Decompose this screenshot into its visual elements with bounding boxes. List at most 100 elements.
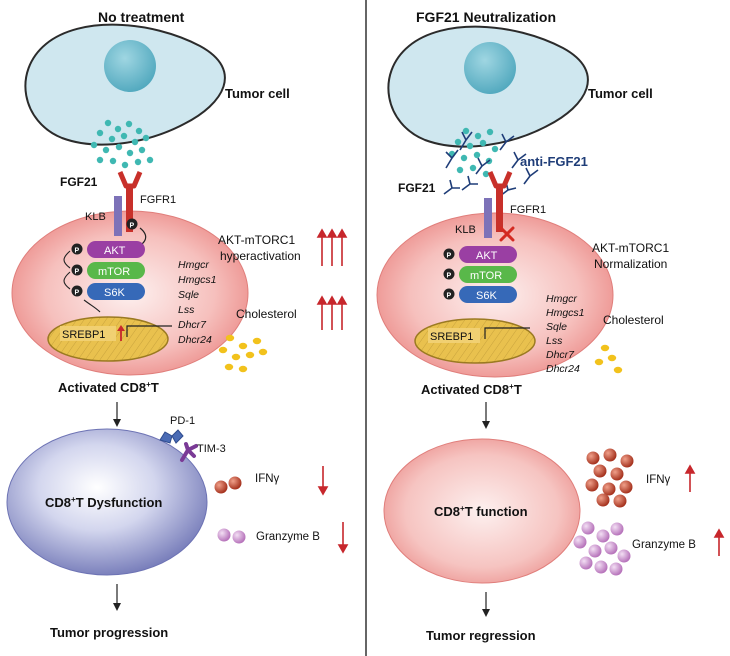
right-granzyme-dots (573, 521, 631, 576)
left-tim3-label: TIM-3 (197, 443, 226, 455)
svg-text:Dhcr7: Dhcr7 (178, 319, 207, 331)
svg-text:AKT: AKT (476, 250, 498, 262)
right-panel-title: FGF21 Neutralization (416, 9, 556, 25)
right-akt-mtorc1-status: Normalization (594, 257, 667, 271)
right-klb-label: KLB (455, 224, 476, 236)
right-s6k-pill: S6K (459, 286, 517, 303)
right-granzyme-up-arrow (713, 528, 725, 556)
left-klb-receptor (114, 196, 122, 236)
left-tumor-nucleus (104, 40, 156, 92)
left-pd1-label: PD-1 (170, 415, 195, 427)
svg-text:P: P (75, 269, 80, 276)
left-klb-label: KLB (85, 211, 106, 223)
svg-text:Hmgcr: Hmgcr (546, 293, 577, 305)
left-cascade-arrows (63, 250, 101, 313)
right-ifng-dots (585, 448, 634, 508)
right-cholesterol-label: Cholesterol (603, 313, 664, 327)
svg-text:P: P (447, 273, 452, 280)
svg-text:AKT: AKT (104, 245, 126, 257)
svg-text:Hmgcr: Hmgcr (178, 259, 209, 271)
left-tumor-cell-label: Tumor cell (225, 86, 290, 101)
right-mtor-pill: mTOR (459, 266, 517, 283)
svg-text:Sqle: Sqle (178, 289, 199, 301)
left-ifng-dots (214, 476, 242, 494)
svg-text:P: P (75, 290, 80, 297)
right-fgfr1-label: FGFR1 (510, 204, 546, 216)
left-granzyme-label: Granzyme B (256, 531, 320, 543)
svg-text:Hmgcs1: Hmgcs1 (546, 307, 585, 319)
left-dysfunctional-t-cell (6, 428, 208, 576)
svg-text:mTOR: mTOR (470, 270, 502, 282)
svg-text:Dhcr7: Dhcr7 (546, 349, 575, 361)
right-gene-list: Hmgcr Hmgcs1 Sqle Lss Dhcr7 Dhcr24 (546, 293, 585, 375)
left-cholesterol-up-arrows (316, 295, 348, 330)
down-arrow-icon (113, 584, 121, 611)
right-activated-cd8-label: Activated CD8+T (421, 382, 522, 397)
left-mtor-pill: mTOR (87, 262, 145, 279)
svg-text:Lss: Lss (546, 335, 563, 347)
right-outcome-label: Tumor regression (426, 628, 536, 643)
left-akt-mtorc1-label: AKT-mTORC1 (218, 233, 295, 247)
inhibition-x-icon (499, 226, 515, 242)
down-arrow-icon (482, 402, 490, 429)
left-granzyme-down-arrow (337, 522, 349, 554)
right-tumor-cell-label: Tumor cell (588, 86, 653, 101)
left-panel-title: No treatment (98, 9, 185, 25)
left-akt-up-arrows (316, 228, 348, 266)
svg-text:Lss: Lss (178, 304, 195, 316)
left-cholesterol-dots (218, 334, 268, 373)
svg-text:S6K: S6K (104, 287, 125, 299)
tim3-receptor-icon (180, 442, 198, 462)
down-arrow-icon (113, 402, 121, 427)
left-fgf21-label: FGF21 (60, 175, 98, 189)
right-akt-pill: AKT (459, 246, 517, 263)
down-arrow-icon (482, 592, 490, 617)
right-phosphate-icons: P P P (443, 248, 455, 300)
svg-text:P: P (447, 253, 452, 260)
up-arrow-icon (117, 325, 125, 341)
left-fgfr1-label: FGFR1 (140, 194, 176, 206)
right-cholesterol-dots (594, 344, 623, 374)
right-tumor-nucleus (464, 42, 516, 94)
svg-text:P: P (75, 248, 80, 255)
right-panel: FGF21 Neutralization Tumor cell anti-FGF… (376, 9, 725, 643)
svg-text:Sqle: Sqle (546, 321, 567, 333)
svg-text:P: P (447, 293, 452, 300)
antibody-icon (443, 131, 539, 197)
right-fgfr1-receptor (487, 171, 513, 189)
left-panel: No treatment Tumor cell FGF21 KLB FGFR1 … (6, 9, 349, 640)
left-granzyme-dots (217, 528, 246, 544)
right-klb-receptor (484, 198, 492, 238)
left-fgfr1-receptor (117, 171, 143, 189)
right-srebp1-label: SREBP1 (430, 331, 473, 343)
left-phosphate-icons: P P P (71, 243, 83, 297)
left-cholesterol-label: Cholesterol (236, 307, 297, 321)
right-anti-fgf21-label: anti-FGF21 (520, 154, 588, 169)
left-activated-cd8-label: Activated CD8+T (58, 380, 159, 395)
left-ifng-down-arrow (317, 466, 329, 496)
right-cd8-function-label: CD8+T function (434, 504, 528, 519)
right-granzyme-label: Granzyme B (632, 539, 696, 551)
right-ifng-up-arrow (684, 464, 696, 492)
left-akt-mtorc1-status: hyperactivation (220, 249, 301, 263)
svg-text:Dhcr24: Dhcr24 (178, 334, 212, 346)
pd1-receptor-icon (159, 429, 184, 444)
left-fgf21-dots (90, 119, 154, 169)
svg-text:P: P (130, 223, 135, 230)
right-functional-t-cell (383, 438, 581, 584)
left-cd8-dysfunction-label: CD8+T Dysfunction (45, 495, 162, 510)
left-srebp1-label: SREBP1 (62, 329, 105, 341)
svg-text:mTOR: mTOR (98, 266, 130, 278)
left-akt-pill: AKT (87, 241, 145, 258)
svg-text:Hmgcs1: Hmgcs1 (178, 274, 217, 286)
left-ifng-label: IFNγ (255, 473, 280, 485)
left-gene-list: Hmgcr Hmgcs1 Sqle Lss Dhcr7 Dhcr24 (178, 259, 217, 346)
right-akt-mtorc1-label: AKT-mTORC1 (592, 241, 669, 255)
left-outcome-label: Tumor progression (50, 625, 168, 640)
phosphate-icon (126, 218, 138, 230)
right-ifng-label: IFNγ (646, 474, 671, 486)
left-s6k-pill: S6K (87, 283, 145, 300)
svg-text:Dhcr24: Dhcr24 (546, 363, 580, 375)
svg-text:S6K: S6K (476, 290, 497, 302)
